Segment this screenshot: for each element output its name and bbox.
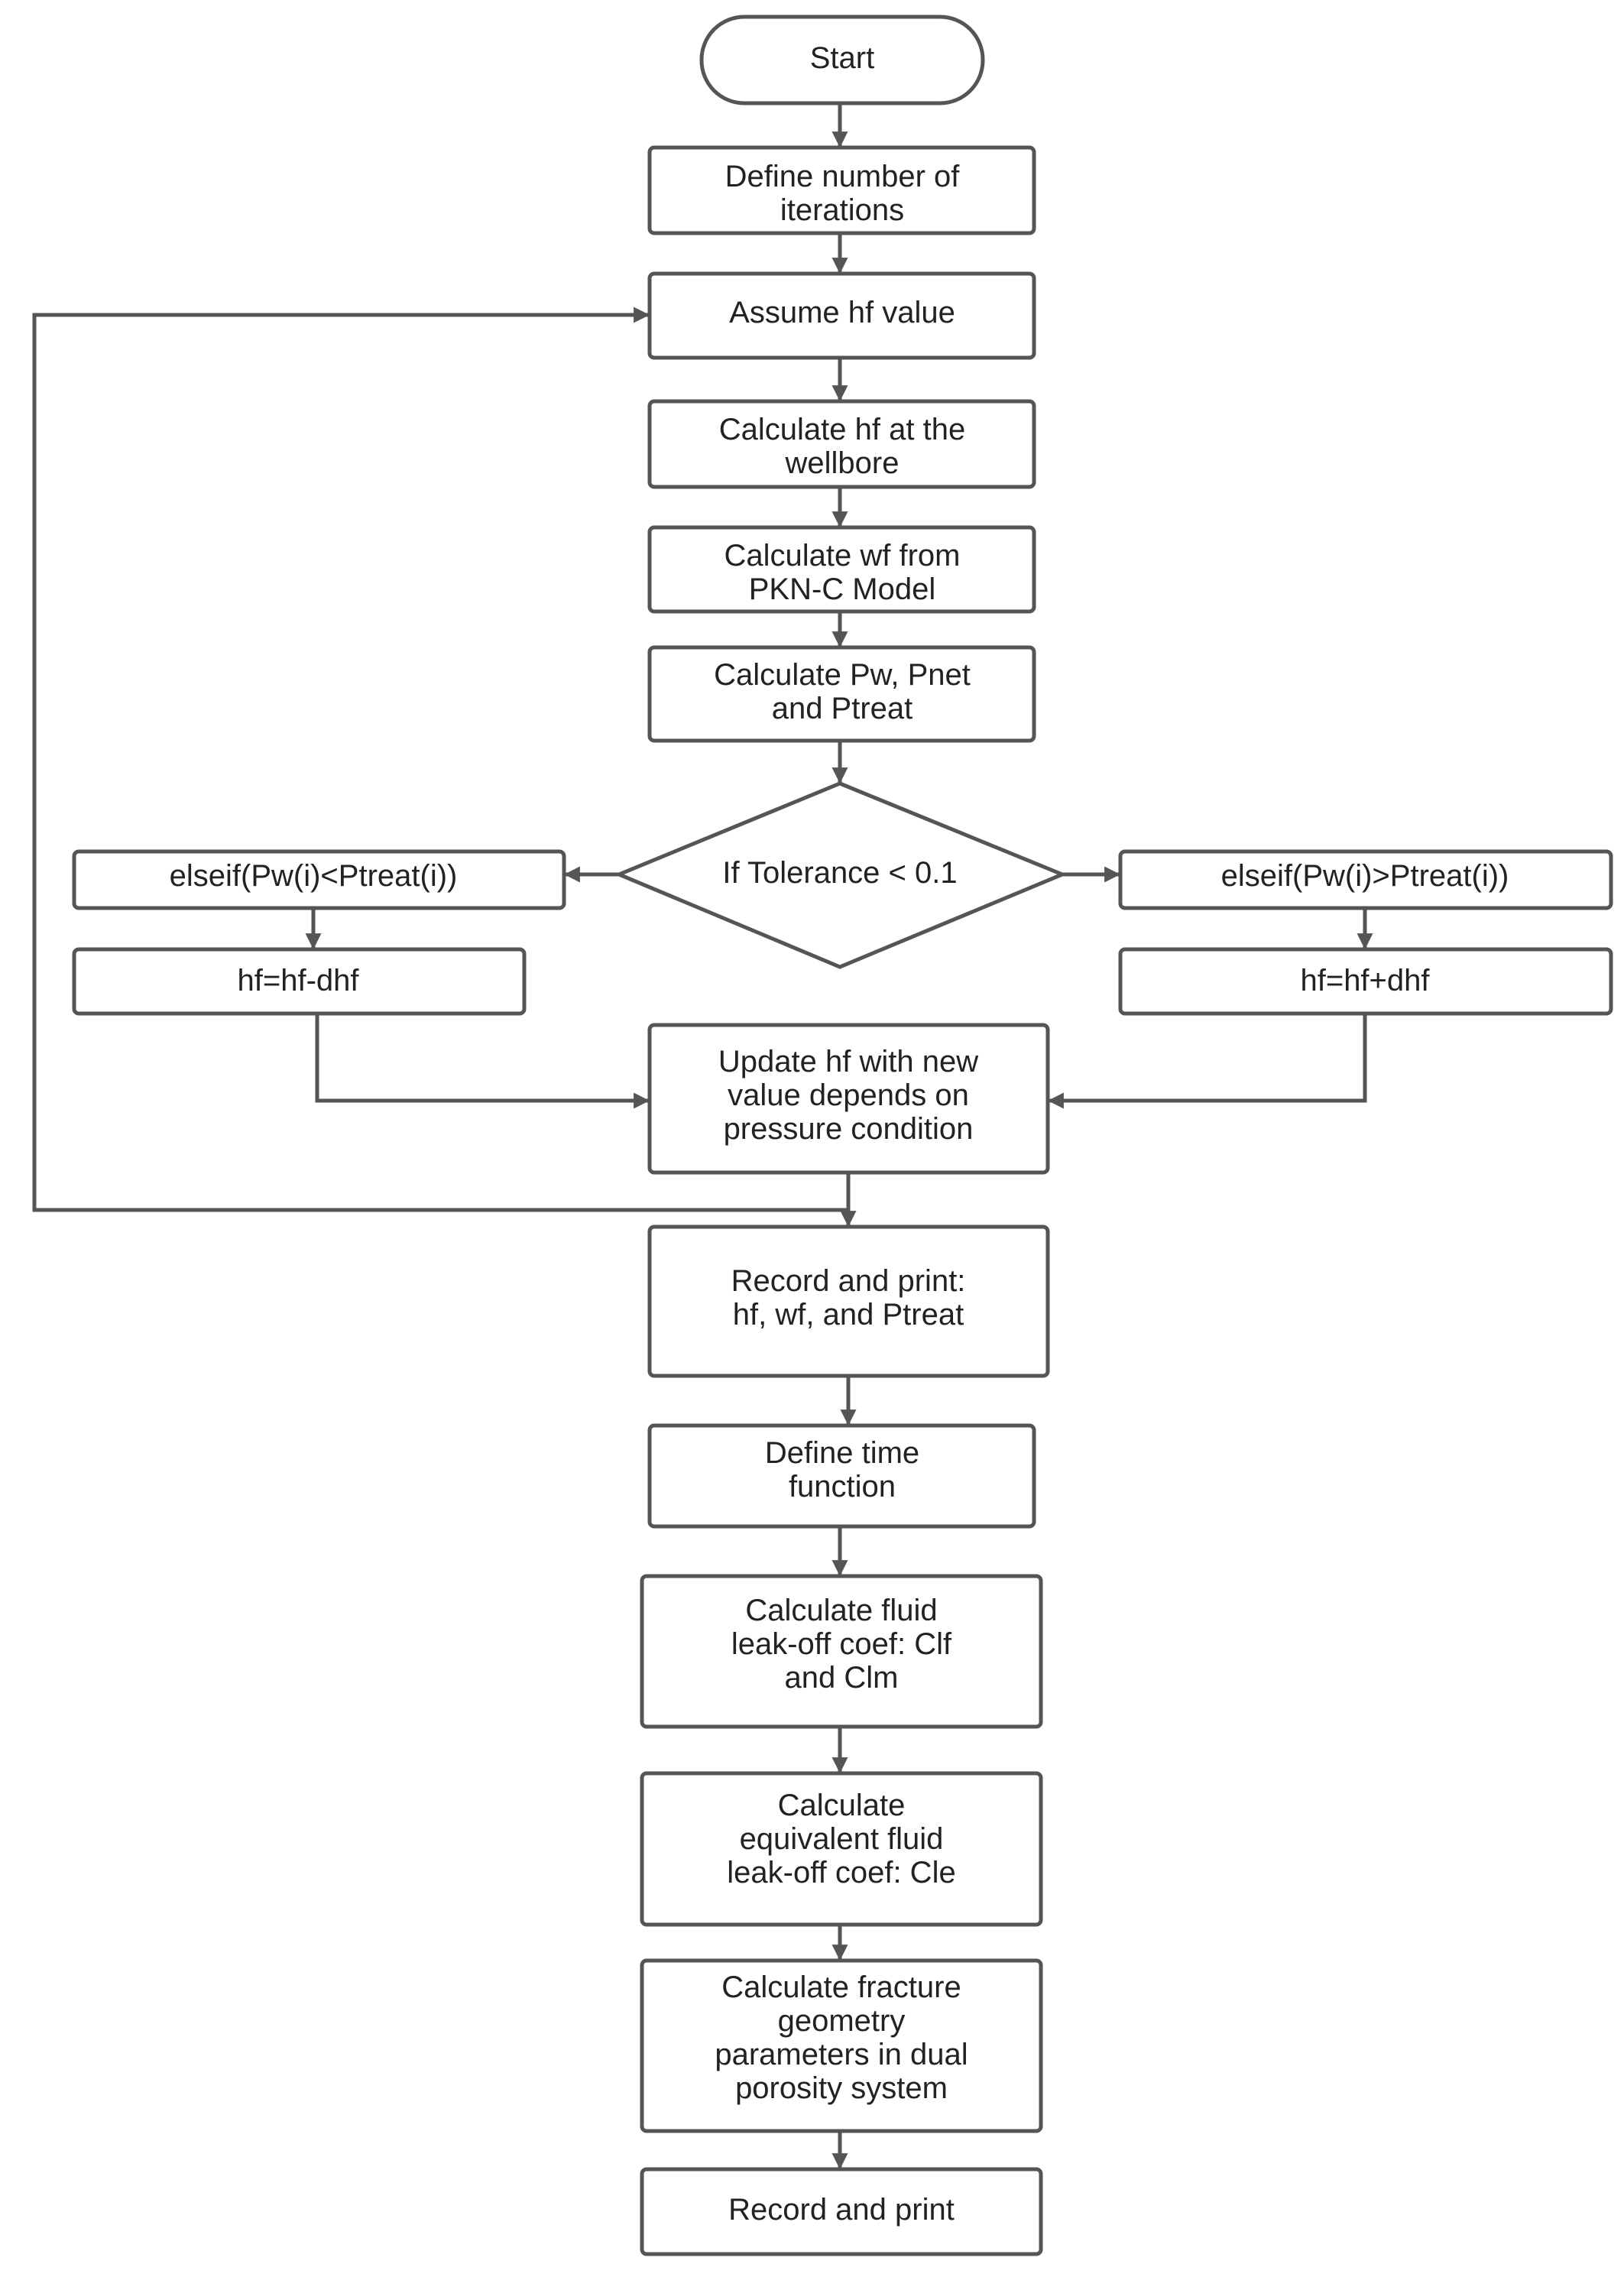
label-line: leak-off coef: Cle: [727, 1856, 955, 1889]
hf-plus-label: hf=hf+dhf: [1300, 964, 1430, 997]
start-label: Start: [810, 41, 874, 75]
record-print-2-label: Record and print: [728, 2193, 955, 2227]
flowchart-shapes: [72, 15, 1613, 2256]
label-line: Define time: [765, 1436, 919, 1470]
label-line: Update hf with new: [718, 1045, 978, 1078]
label-line: geometry: [778, 2004, 906, 2038]
label-line: hf=hf+dhf: [1300, 964, 1430, 997]
edge-plus-to-update: [1047, 1014, 1367, 1109]
tolerance-decision: [614, 781, 1068, 969]
assume-hf-label: Assume hf value: [729, 296, 955, 329]
label-line: elseif(Pw(i)>Ptreat(i)): [1221, 859, 1509, 893]
label-line: equivalent fluid: [740, 1822, 944, 1856]
label-line: Calculate Pw, Pnet: [714, 658, 971, 692]
label-line: elseif(Pw(i)<Ptreat(i)): [170, 859, 458, 893]
label-line: leak-off coef: Clf: [731, 1627, 952, 1661]
hf-minus-box: [72, 947, 527, 1016]
record-print-1-label: Record and print:hf, wf, and Ptreat: [731, 1264, 966, 1331]
label-line: hf=hf-dhf: [237, 964, 359, 997]
start-terminal: [699, 15, 985, 105]
label-line: and Clm: [785, 1661, 899, 1695]
label-line: Calculate fracture: [721, 1970, 961, 2004]
label-line: Define number of: [725, 160, 961, 193]
label-line: If Tolerance < 0.1: [722, 856, 957, 890]
label-line: Record and print:: [731, 1264, 966, 1298]
elseif-greater-label: elseif(Pw(i)>Ptreat(i)): [1221, 859, 1509, 893]
label-line: parameters in dual: [715, 2038, 968, 2071]
label-line: value depends on: [728, 1078, 969, 1112]
label-line: pressure condition: [724, 1112, 974, 1146]
label-line: function: [789, 1470, 896, 1503]
label-line: Calculate fluid: [745, 1594, 937, 1627]
label-line: and Ptreat: [772, 692, 913, 725]
label-line: iterations: [780, 193, 904, 227]
label-line: Calculate hf at the: [719, 413, 965, 446]
label-line: PKN-C Model: [749, 572, 936, 606]
label-line: Start: [810, 41, 874, 75]
label-line: Calculate wf from: [724, 539, 961, 572]
label-line: hf, wf, and Ptreat: [733, 1298, 964, 1331]
edge-minus-to-update: [315, 1014, 650, 1109]
label-line: porosity system: [735, 2071, 948, 2105]
elseif-less-label: elseif(Pw(i)<Ptreat(i)): [170, 859, 458, 893]
flowchart-connectors: [32, 103, 1373, 2170]
label-line: wellbore: [785, 446, 900, 480]
tolerance-label: If Tolerance < 0.1: [722, 856, 957, 890]
hf-minus-label: hf=hf-dhf: [237, 964, 359, 997]
label-line: Calculate: [778, 1789, 906, 1822]
label-line: Record and print: [728, 2193, 955, 2227]
label-line: Assume hf value: [729, 296, 955, 329]
